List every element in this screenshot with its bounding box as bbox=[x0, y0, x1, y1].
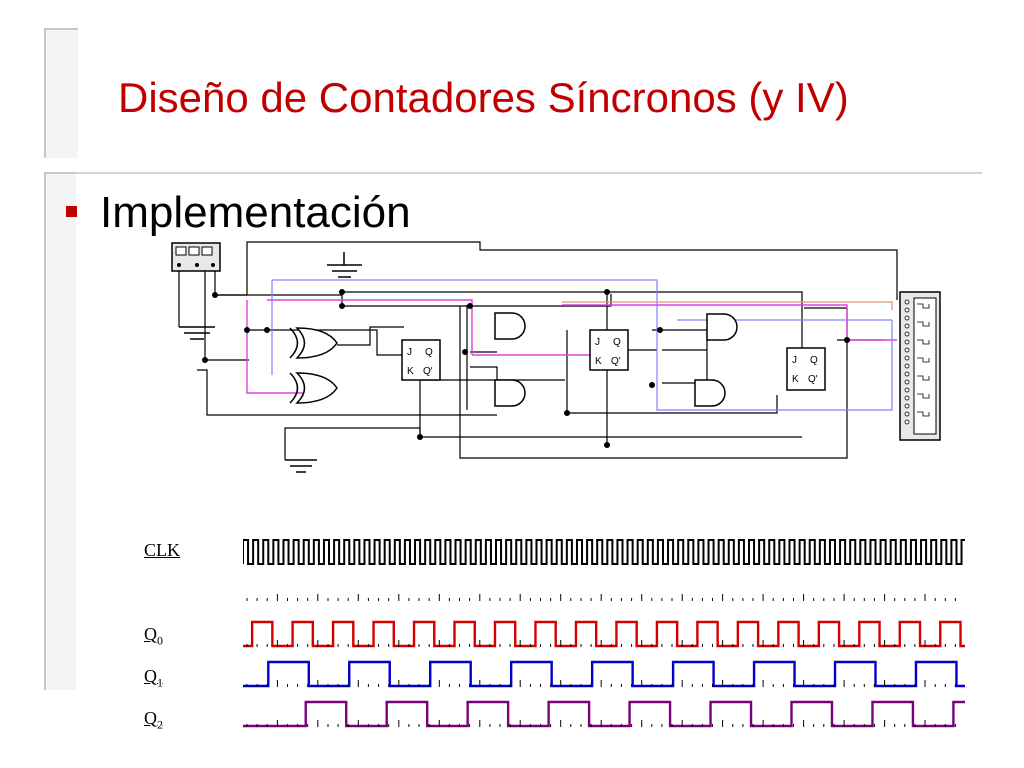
pin-label: K bbox=[792, 374, 799, 385]
function-generator bbox=[171, 242, 221, 272]
body-frame-decoration bbox=[44, 172, 76, 690]
signal-label-q0: Q0 bbox=[144, 624, 163, 648]
pin-label: Q bbox=[425, 347, 433, 358]
timing-diagram bbox=[243, 539, 965, 728]
ground-symbol-icon bbox=[179, 252, 362, 473]
jk-flipflop: J K Q Q' bbox=[401, 339, 441, 381]
signal-label-clk: CLK bbox=[144, 540, 180, 560]
pin-label: Q' bbox=[611, 356, 621, 367]
bullet-marker-icon bbox=[66, 206, 77, 217]
pin-label: J bbox=[595, 337, 600, 348]
pin-label: Q bbox=[613, 337, 621, 348]
jk-flipflop: J K Q Q' bbox=[589, 329, 629, 371]
waveform-clk bbox=[243, 539, 965, 565]
waveform-q1 bbox=[243, 660, 965, 688]
and-gate-icon bbox=[494, 312, 738, 407]
pin-label: J bbox=[407, 347, 412, 358]
title-frame-decoration bbox=[44, 28, 78, 158]
junction-dots bbox=[202, 289, 850, 448]
waveform-q2 bbox=[243, 700, 965, 728]
pin-label: K bbox=[595, 356, 602, 367]
waveform-q0 bbox=[243, 620, 965, 648]
pin-label: J bbox=[792, 355, 797, 366]
pin-label: Q' bbox=[423, 366, 433, 377]
circuit-schematic: J K Q Q' J K Q Q' J K Q Q' bbox=[157, 230, 955, 490]
slide-title: Diseño de Contadores Síncronos (y IV) bbox=[118, 74, 849, 121]
jk-flipflop: J K Q Q' bbox=[786, 347, 826, 391]
pin-label: Q' bbox=[808, 374, 818, 385]
signal-label-q1: Q1 bbox=[144, 666, 163, 690]
signal-label-q2: Q2 bbox=[144, 708, 163, 732]
xor-gate-icon bbox=[289, 327, 338, 404]
bullet-text: Implementación bbox=[100, 188, 411, 237]
pin-label: K bbox=[407, 366, 414, 377]
pin-label: Q bbox=[810, 355, 818, 366]
logic-analyzer bbox=[899, 291, 941, 441]
title-divider bbox=[76, 172, 982, 174]
